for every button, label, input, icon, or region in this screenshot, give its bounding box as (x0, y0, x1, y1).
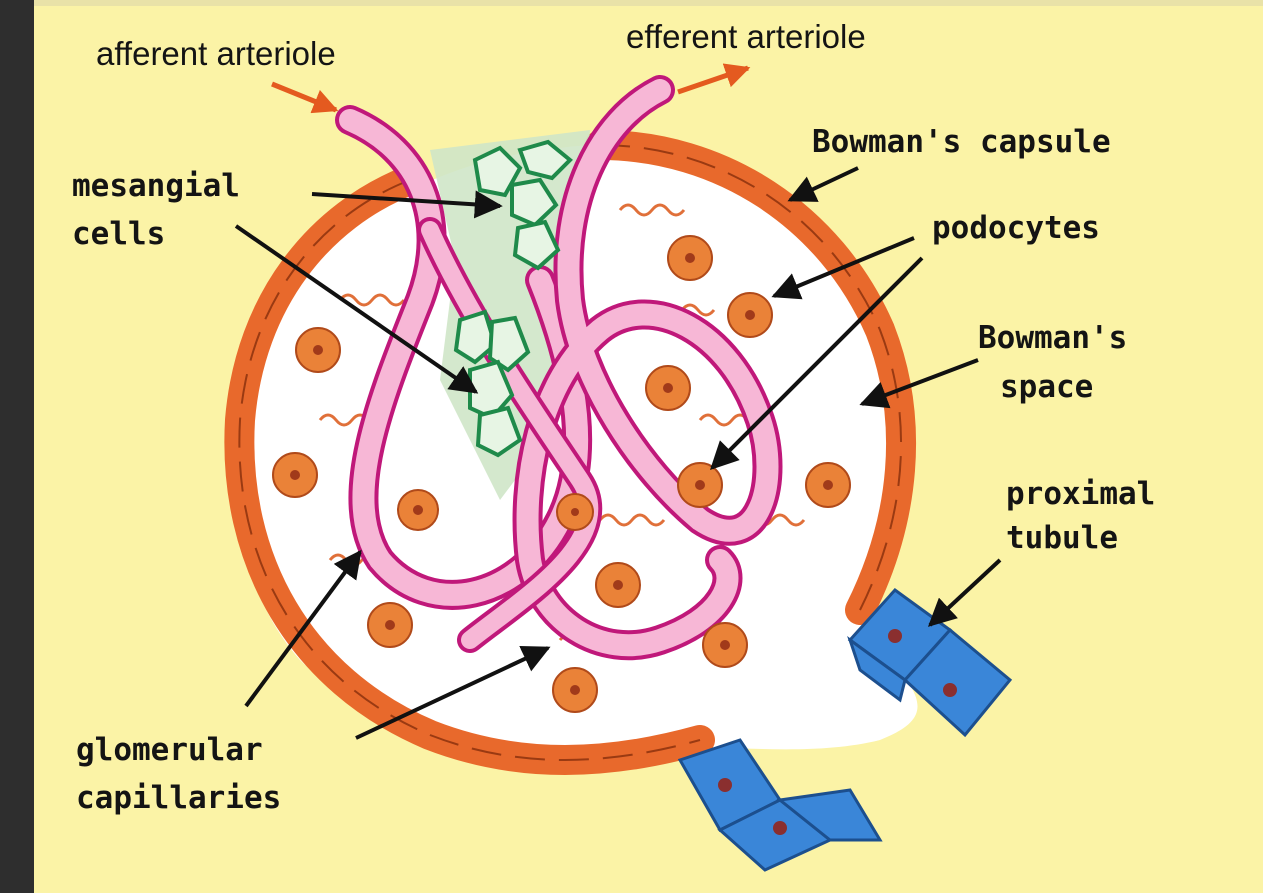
glomerular-pointer-left (244, 549, 362, 708)
label-podocytes: podocytes (932, 210, 1100, 246)
label-tubule: tubule (1006, 520, 1118, 556)
capsule-wall-outline-right (599, 144, 903, 611)
mesangial-cell (453, 309, 498, 365)
proximal-tubule-cells (847, 587, 1013, 738)
tubule-pointer (927, 558, 1002, 627)
podocyte-nuclei (290, 253, 833, 695)
mesangial-cell (512, 219, 561, 271)
capillary-loop (421, 221, 598, 649)
label-cells: cells (72, 216, 165, 252)
capsule-pointer (787, 166, 859, 202)
tubule-cell (847, 636, 907, 703)
label-capillaries: capillaries (76, 780, 281, 816)
space-pointer (859, 358, 979, 409)
tubule-nucleus (888, 629, 902, 643)
label-efferent-arteriole: efferent arteriole (626, 18, 866, 55)
lower-tubule-cells (677, 738, 883, 872)
afferent-flow-arrow (271, 81, 339, 114)
label-proximal: proximal (1006, 476, 1155, 512)
mesangial-cell (472, 145, 523, 198)
label-glomerular: glomerular (76, 732, 263, 768)
tubule-cell (776, 788, 883, 842)
mesangial-cell (510, 177, 559, 228)
label-space: space (1000, 369, 1093, 405)
tubule-nucleus (718, 778, 732, 792)
top-edge (34, 0, 1263, 6)
podocyte-pointer-upper (771, 236, 915, 300)
efferent-flow-arrow (677, 63, 751, 95)
label-bowmans-capsule: Bowman's capsule (812, 124, 1111, 160)
glomerular-pointer-right (355, 646, 551, 740)
podocyte-pointer-lower (710, 256, 924, 470)
mesangial-cell (468, 359, 515, 421)
mesangial-cells (453, 139, 573, 458)
mesangial-pointer-lower (234, 224, 479, 394)
mesangial-cell (475, 405, 523, 458)
mesangial-cell (517, 139, 573, 181)
tubule-cell (902, 627, 1013, 738)
pointer-arrows (234, 166, 1002, 740)
mesangial-cell (487, 315, 531, 373)
glomerular-capillaries (335, 75, 783, 661)
label-afferent-arteriole: afferent arteriole (96, 35, 336, 72)
label-mesangial: mesangial (72, 168, 240, 204)
left-edge-shadow (0, 0, 34, 893)
tubule-nucleus (773, 821, 787, 835)
label-bowmans: Bowman's (978, 320, 1127, 356)
capillary-loop (516, 79, 779, 657)
mesangial-pointer-upper (311, 190, 503, 219)
tubule-nucleus (943, 683, 957, 697)
